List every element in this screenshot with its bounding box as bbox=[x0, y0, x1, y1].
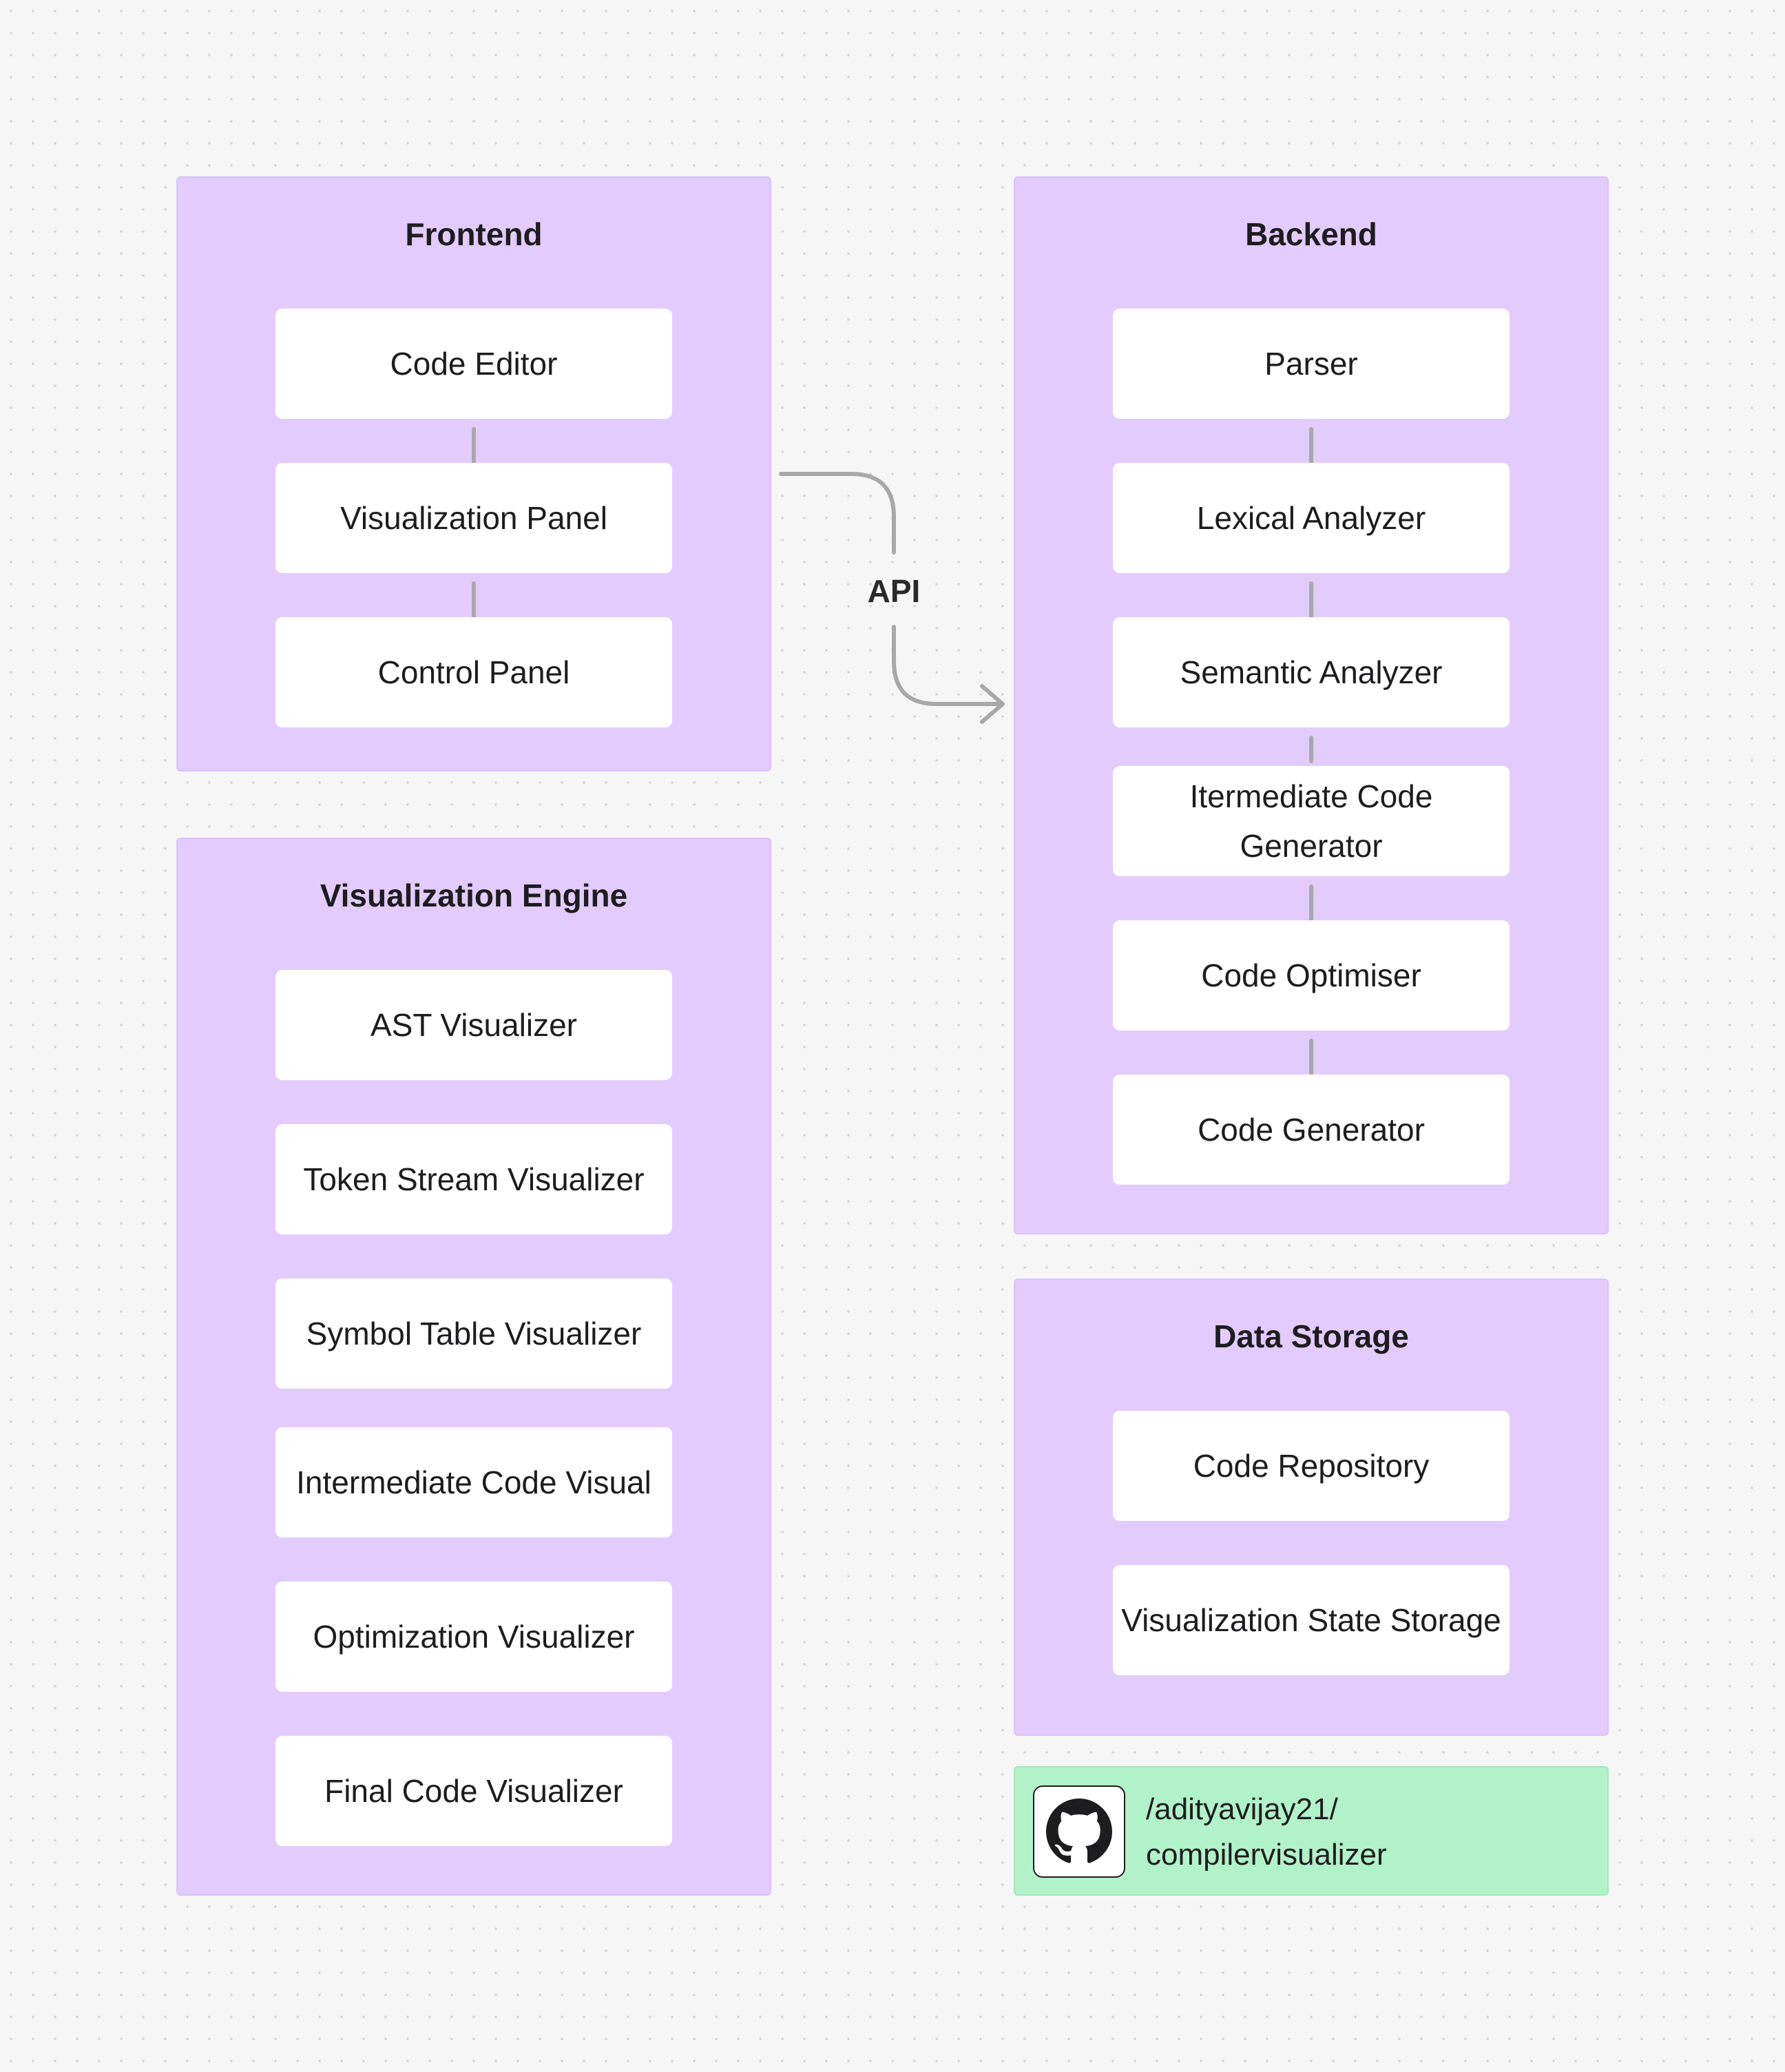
symbol-table-visualizer-node[interactable]: Symbol Table Visualizer bbox=[275, 1278, 672, 1389]
token-stream-visualizer-node[interactable]: Token Stream Visualizer bbox=[275, 1124, 672, 1234]
control-panel-node[interactable]: Control Panel bbox=[275, 617, 672, 727]
repository-card[interactable]: /adityavijay21/ compilervisualizer bbox=[1014, 1766, 1609, 1896]
api-label: API bbox=[867, 573, 921, 609]
lexical-analyzer-node[interactable]: Lexical Analyzer bbox=[1113, 463, 1510, 573]
backend-group: Backend Parser Lexical Analyzer Semantic… bbox=[1014, 176, 1609, 1234]
intermediate-code-visual-node[interactable]: Intermediate Code Visual bbox=[275, 1427, 672, 1537]
connector-line bbox=[1309, 427, 1313, 488]
visualization-engine-group: Visualization Engine AST Visualizer Toke… bbox=[176, 838, 771, 1896]
visualization-state-storage-node[interactable]: Visualization State Storage bbox=[1113, 1565, 1510, 1675]
code-editor-node[interactable]: Code Editor bbox=[275, 309, 672, 419]
connector-line bbox=[1309, 1039, 1313, 1099]
code-generator-node[interactable]: Code Generator bbox=[1113, 1075, 1510, 1185]
repository-owner: /adityavijay21/ bbox=[1146, 1792, 1338, 1826]
connector-line bbox=[1309, 736, 1313, 763]
connector-line bbox=[1309, 884, 1313, 945]
frontend-title: Frontend bbox=[405, 216, 543, 252]
api-connector-path-top bbox=[779, 472, 896, 555]
backend-title: Backend bbox=[1245, 216, 1377, 252]
visualization-engine-title: Visualization Engine bbox=[320, 878, 628, 913]
ast-visualizer-node[interactable]: AST Visualizer bbox=[275, 970, 672, 1080]
github-icon-graphic bbox=[1046, 1799, 1112, 1863]
connector-line bbox=[472, 581, 476, 642]
api-connector-path-bottom bbox=[892, 625, 1002, 706]
code-repository-node[interactable]: Code Repository bbox=[1113, 1411, 1510, 1521]
connector-line bbox=[472, 427, 476, 488]
semantic-analyzer-node[interactable]: Semantic Analyzer bbox=[1113, 617, 1510, 727]
repository-link[interactable]: /adityavijay21/ compilervisualizer bbox=[1146, 1787, 1387, 1878]
data-storage-title: Data Storage bbox=[1213, 1318, 1409, 1354]
optimization-visualizer-node[interactable]: Optimization Visualizer bbox=[275, 1582, 672, 1692]
data-storage-group: Data Storage Code Repository Visualizati… bbox=[1014, 1278, 1609, 1736]
repository-name: compilervisualizer bbox=[1146, 1838, 1387, 1872]
parser-node[interactable]: Parser bbox=[1113, 309, 1510, 419]
api-arrow-head bbox=[980, 684, 1005, 724]
final-code-visualizer-node[interactable]: Final Code Visualizer bbox=[275, 1736, 672, 1846]
frontend-group: Frontend Code Editor Visualization Panel… bbox=[176, 176, 771, 771]
connector-line bbox=[1309, 581, 1313, 642]
code-optimiser-node[interactable]: Code Optimiser bbox=[1113, 920, 1510, 1030]
visualization-panel-node[interactable]: Visualization Panel bbox=[275, 463, 672, 573]
github-icon[interactable] bbox=[1033, 1785, 1125, 1878]
intermediate-code-generator-node[interactable]: Itermediate Code Generator bbox=[1113, 766, 1510, 876]
